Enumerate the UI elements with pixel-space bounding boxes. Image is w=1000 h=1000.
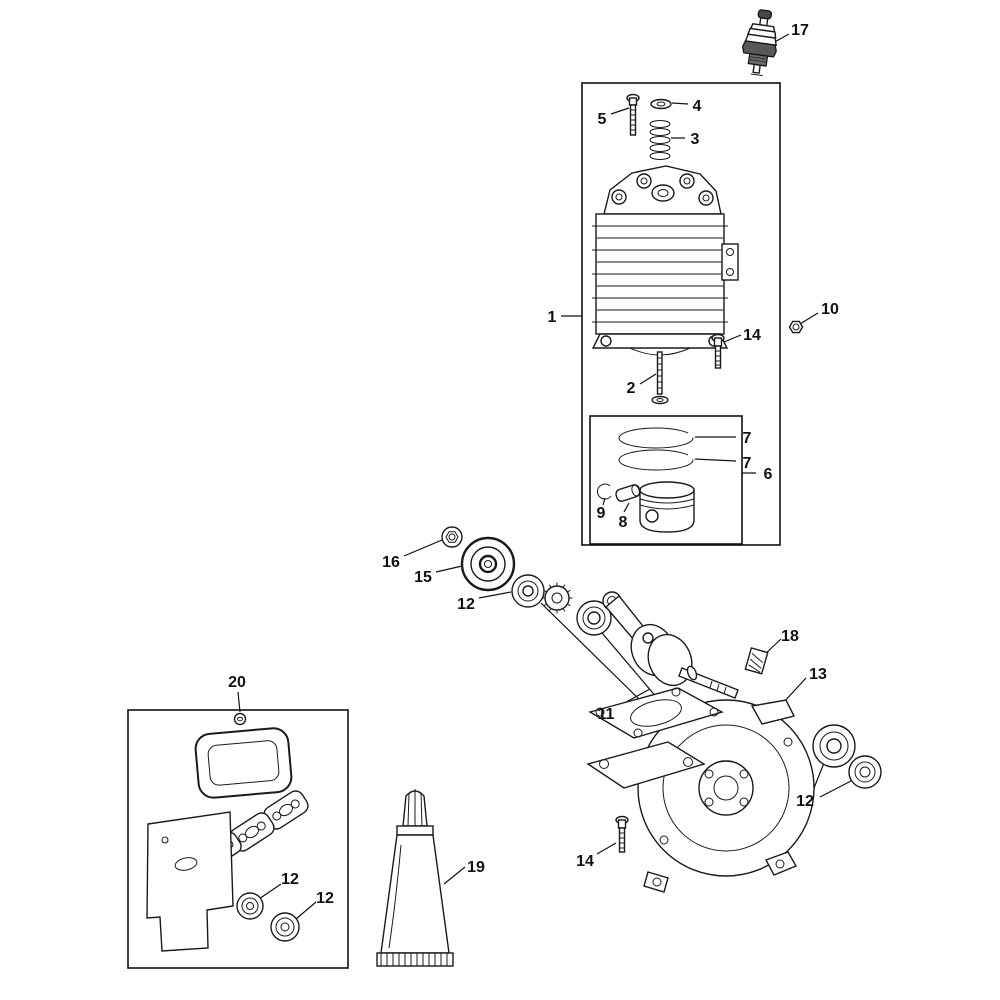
callout-8: 8 <box>619 514 628 531</box>
oil-seal-a-12 <box>236 892 264 920</box>
callout-13: 13 <box>809 666 827 683</box>
callout-5: 5 <box>598 111 607 128</box>
callout-12-seal-b: 12 <box>316 890 334 907</box>
leader-lines-path <box>237 33 852 920</box>
screw-14-top <box>711 333 725 369</box>
piston <box>639 481 695 533</box>
clutch-drum-15 <box>460 536 516 592</box>
oil-seal-right-12 <box>848 755 882 789</box>
callout-18: 18 <box>781 628 799 645</box>
gasket-set-box <box>127 709 349 969</box>
piston-pin-8 <box>615 484 641 502</box>
circlip-9 <box>596 483 612 500</box>
callout-14-top: 14 <box>743 327 761 344</box>
grommet-20 <box>233 712 247 726</box>
callout-14-bottom: 14 <box>576 853 594 870</box>
screw-5 <box>626 93 640 136</box>
washer-4 <box>650 98 672 110</box>
ball-bearing-right-12 <box>812 724 856 768</box>
callout-12-seal-a: 12 <box>281 871 299 888</box>
crankshaft-11 <box>602 591 739 699</box>
oil-seal-b-12 <box>270 912 300 942</box>
callout-12-right: 12 <box>796 793 814 810</box>
stud-2 <box>651 351 669 405</box>
screw-14-bottom <box>615 815 629 853</box>
callout-2: 2 <box>627 380 636 397</box>
pinion-gear <box>541 582 573 614</box>
callout-7-upper: 7 <box>743 430 752 447</box>
callout-19: 19 <box>467 859 485 876</box>
callout-16: 16 <box>382 554 400 571</box>
nut-10 <box>788 320 804 334</box>
piston-ring-lower <box>618 449 696 471</box>
piston-ring-upper <box>618 427 696 449</box>
callout-12-clutch: 12 <box>457 596 475 613</box>
leader-lines <box>237 33 852 920</box>
callout-15: 15 <box>414 569 432 586</box>
crankcase-13 <box>586 687 815 893</box>
spark-plug <box>741 9 777 77</box>
callout-6: 6 <box>764 466 773 483</box>
collar-nut-16 <box>441 526 463 548</box>
callout-17: 17 <box>791 22 809 39</box>
callout-9: 9 <box>597 505 606 522</box>
callout-3: 3 <box>691 131 700 148</box>
callout-11: 11 <box>598 706 615 723</box>
callout-7-lower: 7 <box>743 455 752 472</box>
ball-bearing-rear-12 <box>576 600 612 636</box>
cover-gasket <box>194 727 293 799</box>
ball-bearing-front-12 <box>511 574 545 608</box>
sealant-tube-19 <box>376 789 454 967</box>
callout-4: 4 <box>693 98 702 115</box>
piston-kit-box <box>589 415 743 545</box>
callout-20: 20 <box>228 674 246 691</box>
baffle-plate <box>146 811 234 952</box>
key-18 <box>744 647 769 675</box>
callout-1: 1 <box>548 309 557 326</box>
cylinder <box>591 165 739 356</box>
cylinder-assembly-box <box>581 82 781 546</box>
callout-10: 10 <box>821 301 839 318</box>
spring-3 <box>649 120 671 160</box>
